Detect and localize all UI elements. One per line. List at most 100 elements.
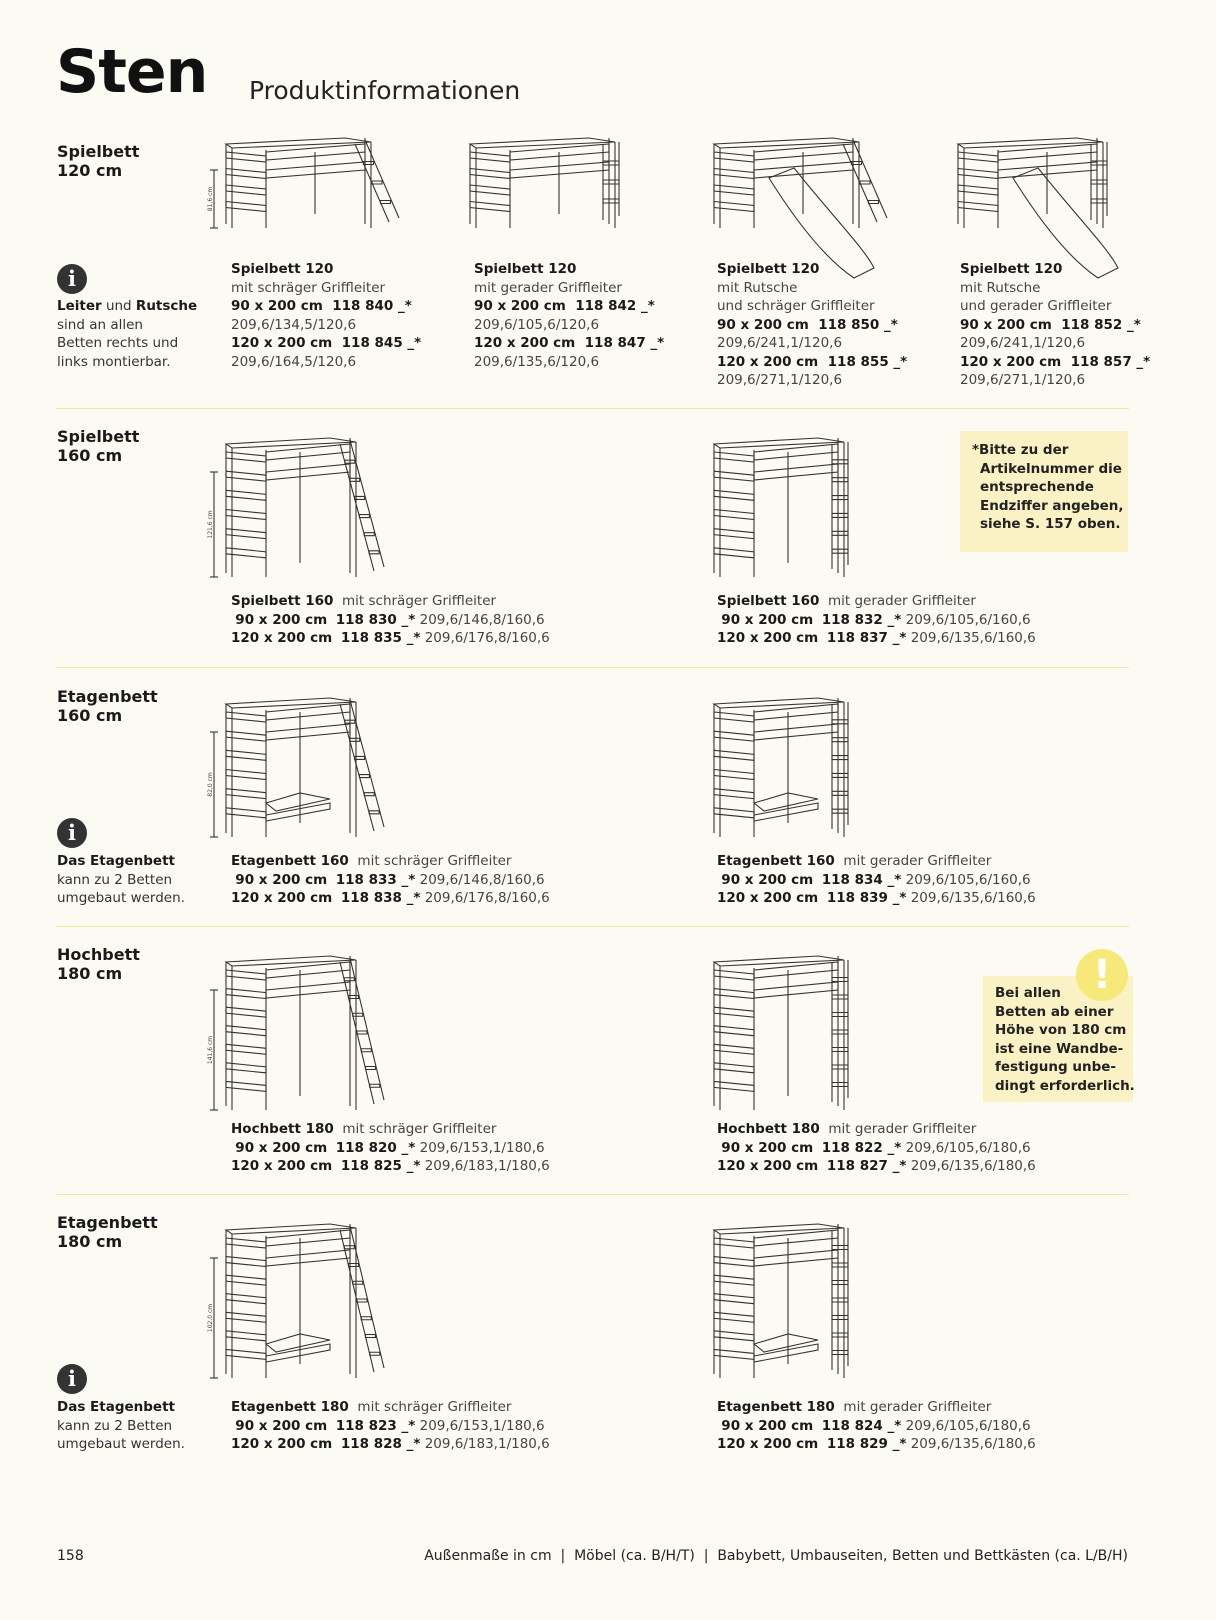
variant-code: 118 852 _* [1061, 316, 1141, 333]
ladder-rung [832, 1333, 848, 1337]
warning-line: ist eine Wandbe- [995, 1040, 1124, 1057]
ladder-rung [357, 1031, 367, 1034]
ladder-rung [349, 996, 359, 999]
variant-code: 118 840 _* [332, 298, 412, 314]
drawing-spielbett-120-straight [454, 128, 654, 258]
ladder-rail [365, 140, 399, 218]
ladder-rung [832, 513, 848, 517]
product-spielbett-120-straight: Spielbett 120 mit gerader Griffleiter 90… [474, 260, 664, 371]
ladder-rung [364, 533, 374, 536]
variant-dimensions: 209,6/105,6/180,6 [905, 1139, 1031, 1156]
warning-line: Bei allen [995, 985, 1061, 1001]
side-board [714, 452, 754, 462]
side-board [226, 152, 266, 162]
lower-mattress [266, 793, 330, 811]
variant-dimensions: 209,6/135,6/160,6 [910, 630, 1036, 646]
variant-dimensions: 209,6/183,1/180,6 [424, 1436, 550, 1452]
side-note-line: kann zu 2 Betten [57, 871, 173, 888]
side-board [714, 750, 754, 760]
drawing-spielbett-160-slanted: 121,6 cm [207, 428, 430, 588]
variant-size: 120 x 200 cm [717, 1158, 819, 1174]
guard-rail [714, 698, 844, 708]
variant-dimensions: 209,6/105,6/160,6 [905, 871, 1031, 888]
guard-rail [714, 1224, 844, 1234]
variant-size: 120 x 200 cm [231, 1158, 333, 1174]
side-board [714, 789, 754, 799]
ladder-rung [832, 995, 848, 999]
ladder-rung [832, 1065, 848, 1069]
ladder-rung [832, 1263, 848, 1267]
variant-dimensions: 209,6/135,6/160,6 [910, 890, 1036, 906]
front-rail [266, 962, 350, 978]
dimension-label: 81,6 cm [207, 187, 214, 212]
page-subtitle: Produktinformationen [249, 76, 521, 105]
variant-code: 118 833 _* [335, 871, 416, 888]
product-desc: mit Rutsche [717, 279, 798, 296]
info-icon: i [57, 1364, 87, 1394]
guard-rail [226, 956, 356, 966]
ladder-rung [603, 161, 619, 165]
side-board [714, 1063, 754, 1073]
variant-size: 90 x 200 cm [717, 316, 809, 333]
side-board [714, 1044, 754, 1054]
ladder-rung [860, 181, 870, 184]
product-desc: mit schräger Griffleiter [342, 593, 497, 609]
warning-line: festigung unbe- [995, 1059, 1117, 1075]
section-title-spielbett-160: Spielbett 160 cm [57, 427, 139, 465]
front-rail [266, 444, 350, 460]
ladder-rail [340, 444, 374, 571]
side-board [226, 1063, 266, 1073]
product-desc: mit schräger Griffleiter [357, 853, 512, 869]
deck-rail [266, 1250, 350, 1266]
variant-dimensions: 209,6/153,1/180,6 [419, 1139, 545, 1156]
drawing-spielbett-120-slanted: 81,6 cm [207, 128, 410, 258]
variant-code: 118 842 _* [575, 298, 655, 314]
front-rail [754, 1230, 838, 1246]
ladder-rail [350, 440, 384, 567]
ladder-rung [832, 460, 848, 464]
product-etagenbett-180-slanted: Etagenbett 180 mit schräger Griffleiter … [231, 1398, 550, 1454]
deck-rail [754, 724, 838, 740]
guard-rail [714, 138, 859, 148]
variant-code: 118 824 _* [821, 1417, 902, 1434]
variant-code: 118 822 _* [821, 1139, 902, 1156]
side-board [714, 1007, 754, 1017]
variant-size: 120 x 200 cm [474, 335, 576, 351]
ladder-rung [364, 162, 374, 165]
section-divider [56, 667, 1129, 668]
variant-dimensions: 209,6/135,6/120,6 [474, 353, 600, 370]
ladder-rung [832, 1048, 848, 1052]
side-board [958, 202, 998, 212]
section-title-line: Spielbett [57, 142, 140, 161]
variant-size: 120 x 200 cm [231, 630, 333, 646]
dimension-label: 141,6 cm [207, 1036, 214, 1064]
slide [1013, 168, 1118, 278]
variant-size: 90 x 200 cm [721, 611, 814, 628]
side-board [226, 1007, 266, 1017]
variant-code: 118 837 _* [826, 630, 907, 646]
variant-dimensions: 209,6/135,6/180,6 [910, 1436, 1036, 1452]
variant-size: 120 x 200 cm [960, 353, 1062, 370]
side-board [714, 1257, 754, 1267]
side-board [226, 712, 266, 722]
variant-size: 120 x 200 cm [717, 353, 819, 370]
side-board [714, 529, 754, 539]
deck-rail [754, 162, 853, 178]
side-note-line: umgebaut werden. [57, 890, 185, 906]
variant-dimensions: 209,6/146,8/160,6 [419, 611, 545, 628]
product-spielbett-160-straight: Spielbett 160 mit gerader Griffleiter 90… [717, 592, 1036, 648]
side-note-line: sind an allen [57, 316, 143, 333]
front-rail [266, 144, 365, 160]
section-title-line: 160 cm [57, 706, 123, 725]
section-divider [56, 408, 1129, 409]
ladder-rung [832, 791, 848, 795]
info-icon: i [57, 818, 87, 848]
variant-size: 120 x 200 cm [717, 1436, 819, 1452]
ladder-rung [357, 1299, 367, 1302]
side-board [226, 202, 266, 212]
side-board [470, 185, 510, 195]
side-board [226, 1026, 266, 1036]
warning-line: dingt erforderlich. [995, 1077, 1135, 1094]
deck-rail [510, 162, 609, 178]
ladder-rail [350, 700, 384, 827]
